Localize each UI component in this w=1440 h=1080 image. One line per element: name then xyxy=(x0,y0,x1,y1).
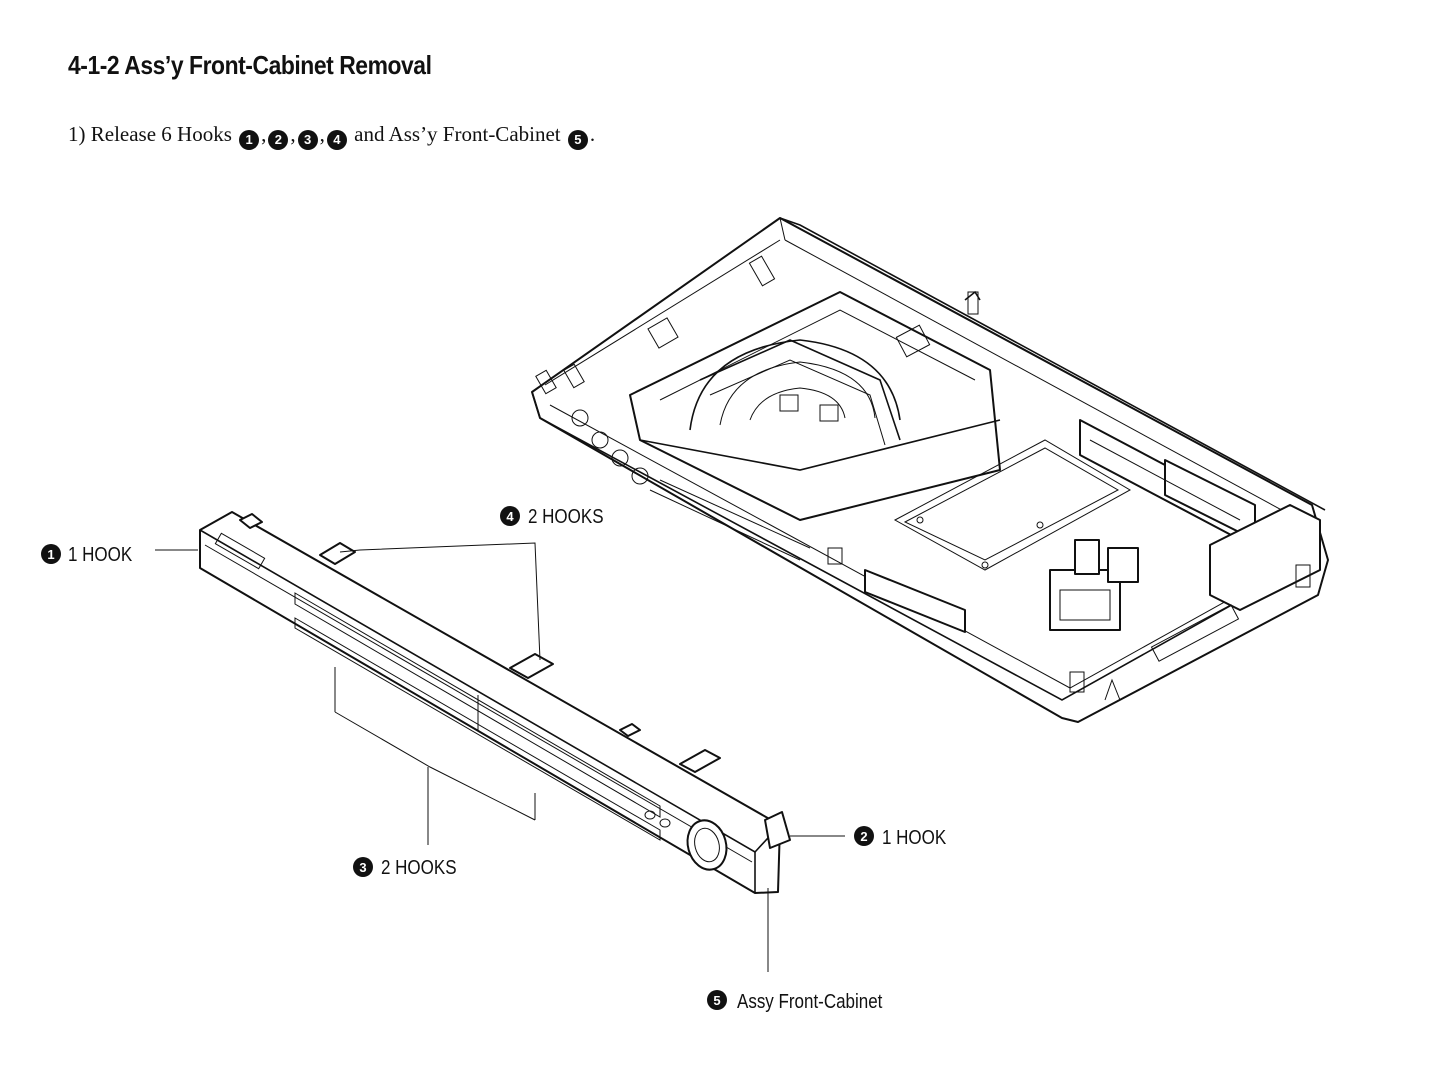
callout-5-number: 5 xyxy=(713,993,720,1008)
cabinet-number-5-badge: 5 xyxy=(567,130,588,150)
callout-1: 1 1 HOOK xyxy=(41,543,133,566)
hook-number-4-badge: 4 xyxy=(326,130,347,150)
section-heading: 4-1-2 Ass’y Front-Cabinet Removal xyxy=(68,50,432,80)
callout-2: 2 1 HOOK xyxy=(854,826,947,849)
instruction-text: 1) Release 6 Hooks 1,2,3,4 and Ass’y Fro… xyxy=(68,122,595,150)
hook-number-2-badge: 2 xyxy=(268,130,289,150)
instruction-prefix: 1) Release 6 Hooks xyxy=(68,122,232,146)
callout-4-badge xyxy=(500,506,520,526)
callout-5: 5 Assy Front-Cabinet xyxy=(707,990,883,1013)
hook-number-1-badge: 1 xyxy=(239,130,260,150)
callout-4: 4 2 HOOKS xyxy=(500,505,604,528)
main-chassis-drawing xyxy=(531,217,1329,723)
callout-3: 3 2 HOOKS xyxy=(353,856,457,879)
callout-4-number: 4 xyxy=(506,509,514,524)
callout-1-label: 1 HOOK xyxy=(68,543,133,566)
callout-2-label: 1 HOOK xyxy=(882,826,947,849)
callout-2-badge xyxy=(854,826,874,846)
callout-3-badge xyxy=(353,857,373,877)
callout-4-label: 2 HOOKS xyxy=(528,505,604,528)
instruction-middle: and Ass’y Front-Cabinet xyxy=(354,122,561,146)
callout-2-number: 2 xyxy=(860,829,867,844)
callout-leaders xyxy=(155,542,845,972)
instruction-suffix: . xyxy=(589,122,596,146)
callout-1-badge xyxy=(41,544,61,564)
callout-5-label: Assy Front-Cabinet xyxy=(737,990,883,1013)
callout-1-number: 1 xyxy=(47,547,54,562)
hook-number-3-badge: 3 xyxy=(297,130,318,150)
front-cabinet-drawing xyxy=(199,511,791,894)
callout-5-badge xyxy=(707,990,727,1010)
callout-3-label: 2 HOOKS xyxy=(381,856,457,879)
callout-3-number: 3 xyxy=(359,860,366,875)
